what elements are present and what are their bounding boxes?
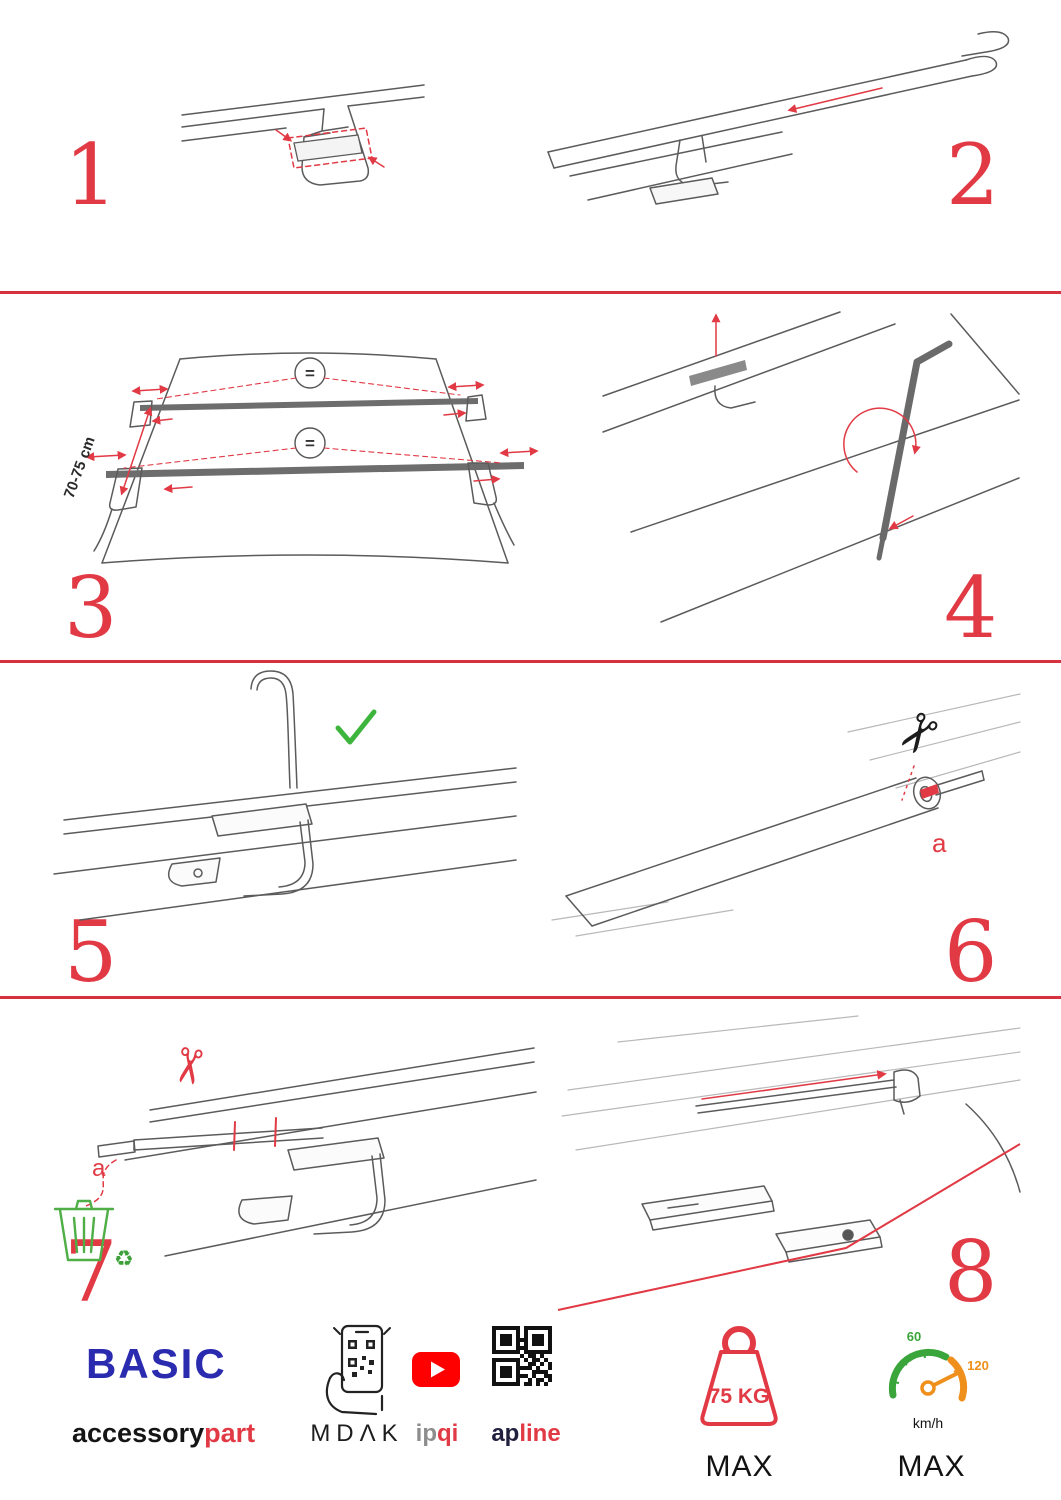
speed-high-label: 120: [967, 1358, 989, 1373]
front-crossbar-sketch: [93, 462, 524, 552]
strip-label: a: [932, 828, 947, 858]
step-7-illustration: ✂ a ♻: [30, 1008, 540, 1276]
weight-limit-icon: 75 KG: [682, 1322, 797, 1434]
ipqi-red-text: qi: [437, 1420, 459, 1447]
bar-distance-dimension: 70-75 cm: [61, 406, 153, 501]
phone-outline: [340, 1324, 384, 1394]
equal-spacing-front: =: [123, 427, 503, 469]
scissors-icon: ✂: [881, 698, 954, 767]
brand-basic: BASIC: [86, 1340, 227, 1387]
mdak-logo: MDΛK: [310, 1420, 404, 1447]
gauge-ticks: [892, 1351, 960, 1384]
mounting-rod-sketch: [250, 670, 298, 789]
recycle-icon: ♻: [114, 1246, 134, 1271]
youtube-icon: [412, 1352, 460, 1387]
ipqi-gray-text: ip: [415, 1420, 437, 1447]
brand-part-text: part: [204, 1418, 256, 1448]
brand-accessory-text: accessory: [72, 1418, 205, 1448]
roof-lines-sketch: [124, 1047, 537, 1257]
bar-distance-label: 70-75 cm: [61, 434, 99, 500]
slide-direction-arrow: [787, 87, 883, 113]
apline-red-text: line: [519, 1420, 561, 1447]
step-5-illustration: [50, 666, 530, 938]
section-divider: [0, 996, 1061, 999]
allen-key-sketch: [876, 340, 953, 561]
scissors-icon: ✂: [158, 1042, 217, 1091]
clamp-sketch: [167, 803, 314, 897]
overhang-dimensions: [85, 380, 539, 494]
speed-limit-icon: 60 120 km/h: [874, 1326, 989, 1436]
clamp-pin-sketch: [689, 313, 756, 409]
section-divider: [0, 660, 1061, 663]
apline-dark-text: ap: [491, 1420, 520, 1447]
ipqi-logo: ipqi: [398, 1420, 476, 1448]
equal-sign: =: [305, 364, 315, 383]
phone-qr-pattern: [348, 1340, 375, 1377]
rear-crossbar-sketch: [129, 394, 487, 428]
step-5-number: 5: [64, 903, 118, 1001]
bar-sketch: [695, 1079, 897, 1114]
scan-motion-lines: [333, 1327, 391, 1335]
trash-icon: [53, 1199, 115, 1262]
rotate-arrow: [843, 407, 921, 473]
equal-sign: =: [305, 434, 315, 453]
red-guide-line: [557, 1143, 1021, 1311]
brand-accessorypart: accessorypart: [72, 1418, 255, 1449]
apline-logo: apline: [476, 1420, 576, 1448]
roof-edge-sketch: [602, 311, 1020, 623]
roof-slats-sketch: [561, 1015, 1021, 1151]
section-divider: [0, 291, 1061, 294]
step-6-number: 6: [944, 903, 998, 1001]
clamp-foot-sketch: [569, 131, 793, 205]
speed-low-label: 60: [907, 1329, 921, 1344]
speed-max-label: MAX: [897, 1450, 966, 1483]
cut-guide-line: [901, 765, 915, 801]
step-6-illustration: ✂ a: [548, 674, 1023, 946]
speed-unit-label: km/h: [913, 1415, 943, 1431]
step-2-number: 2: [946, 126, 1000, 224]
step-8-number: 8: [944, 1223, 998, 1321]
hand-sketch: [325, 1372, 384, 1416]
equal-spacing-rear: =: [155, 357, 461, 400]
weight-value: 75 KG: [709, 1385, 770, 1408]
phone-scan-icon: [316, 1324, 394, 1416]
cut-piece-label: a: [92, 1155, 106, 1182]
pillar-sketch: [965, 1103, 1021, 1193]
cut-marks: [233, 1117, 277, 1151]
clamp-sketch: [238, 1137, 386, 1235]
step-4-number: 4: [944, 559, 998, 657]
step-3-illustration: = = 70-75 cm: [30, 305, 570, 573]
strip-sketch: [97, 1127, 324, 1158]
step-1-illustration: [178, 75, 428, 240]
step-2-illustration: [530, 22, 1010, 212]
crossbar-sketch: [547, 55, 998, 169]
track-pieces-sketch: [641, 1185, 883, 1263]
step-8-illustration: [548, 1008, 1023, 1318]
end-clamp-sketch: [893, 1069, 921, 1115]
tighten-arrow: [888, 515, 914, 530]
end-cap-sketch: [961, 31, 1010, 57]
rubber-pad-highlight: [275, 127, 385, 169]
weight-max-label: MAX: [705, 1450, 774, 1483]
step-3-number: 3: [64, 559, 118, 657]
check-icon: [335, 709, 377, 745]
aero-bar-sketch: [565, 776, 942, 927]
qr-code: [492, 1326, 552, 1386]
strip-insert-line: [701, 1070, 887, 1100]
door-frame-sketch: [181, 84, 425, 142]
discard-path: [85, 1159, 117, 1207]
strip-highlight: [920, 784, 939, 799]
rubber-strip-sketch: [920, 770, 985, 799]
step-4-illustration: [595, 300, 1020, 630]
step-1-number: 1: [64, 126, 118, 224]
roof-rail-sketch: [53, 767, 517, 921]
